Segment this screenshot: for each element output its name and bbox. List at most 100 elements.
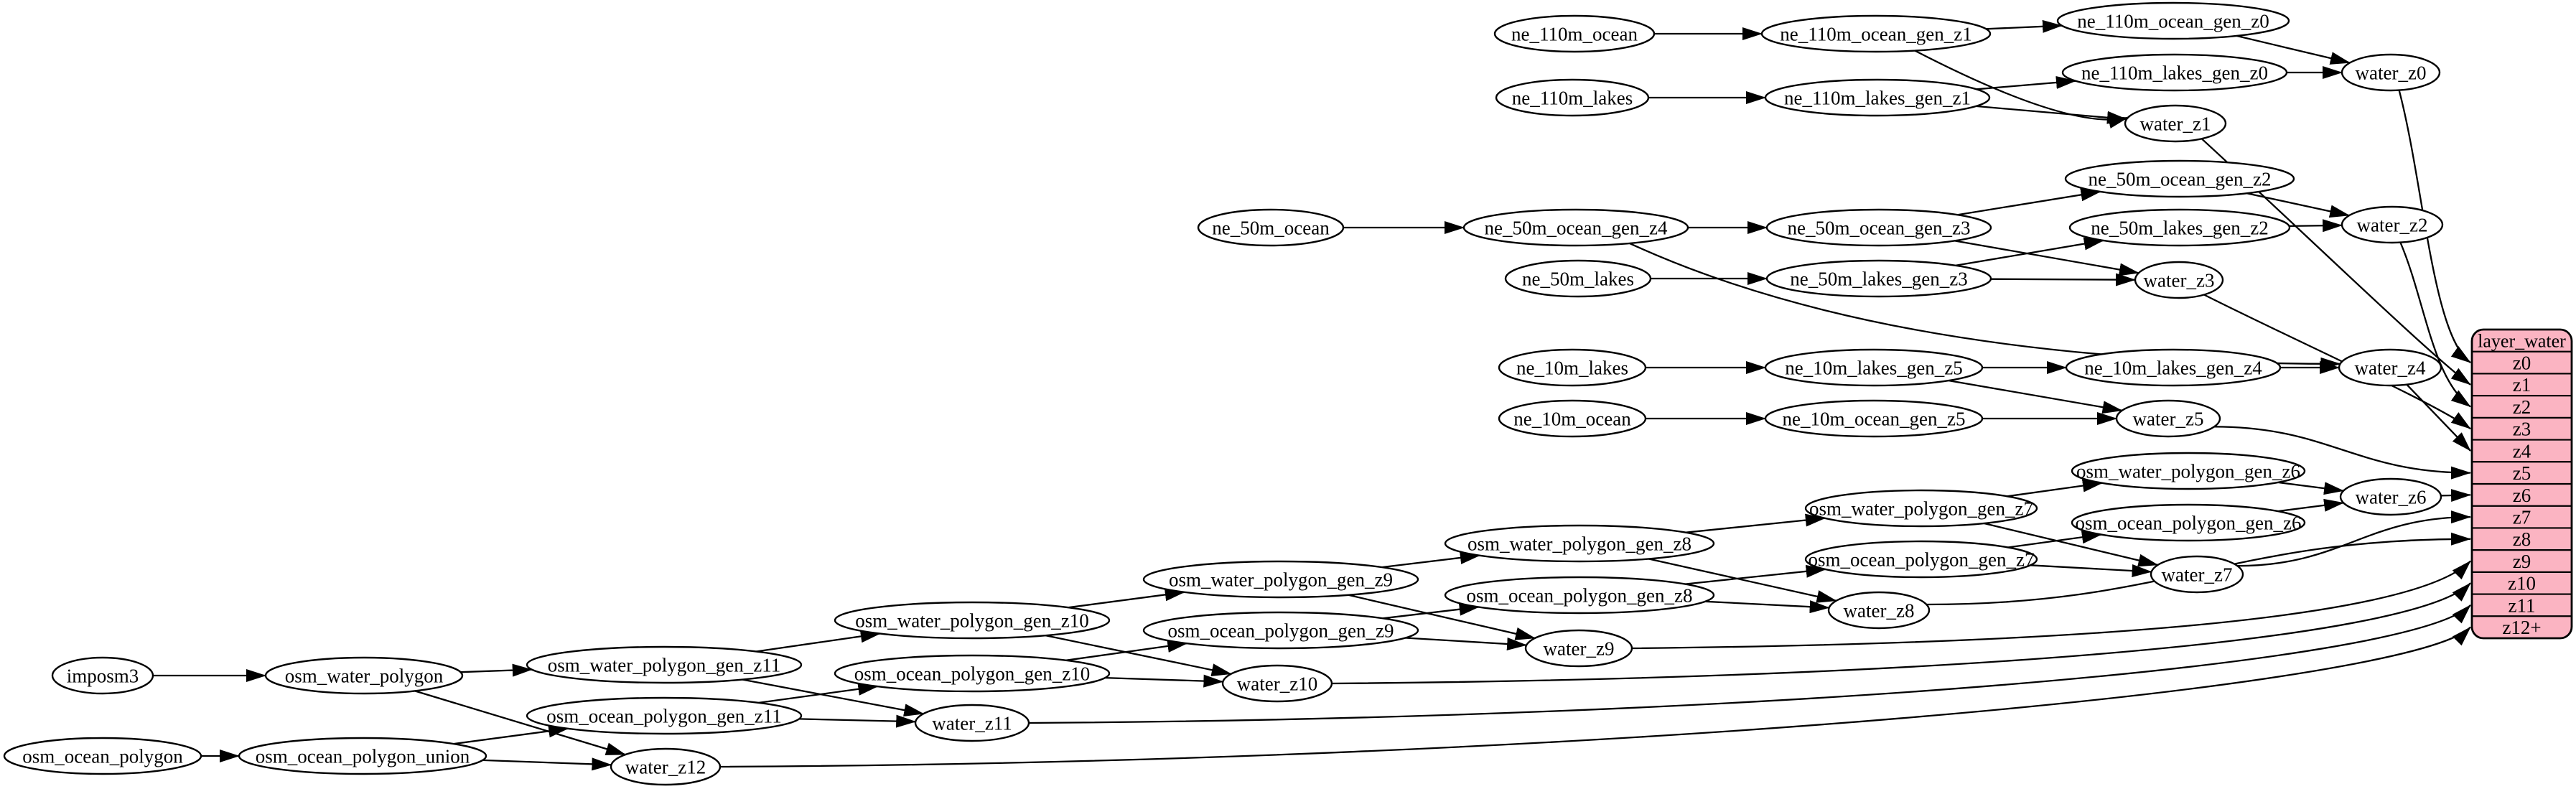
table-row-z4: z4 [2513, 440, 2531, 462]
node-ellipse-osm_ocean_polygon_gen_z9 [1142, 611, 1419, 650]
node-ne_110m_lakes_gen_z0: ne_110m_lakes_gen_z0 [2061, 53, 2288, 92]
node-water_z5: water_z5 [2115, 399, 2221, 438]
edge-osm_water_polygon-to-osm_water_polygon_gen_z11 [460, 663, 533, 677]
node-label-ne_10m_ocean: ne_10m_ocean [1513, 408, 1631, 429]
edge-osm_water_polygon_gen_z10-to-water_z10 [1045, 634, 1232, 677]
node-water_z10: water_z10 [1221, 664, 1333, 703]
node-ne_50m_ocean_gen_z4: ne_50m_ocean_gen_z4 [1462, 208, 1689, 247]
edge-water_z2-to-layer_water-z2 [2399, 242, 2471, 408]
node-ne_50m_ocean_gen_z3: ne_50m_ocean_gen_z3 [1765, 208, 1992, 247]
edge-ne_10m_lakes_gen_z5-to-water_z5 [1949, 379, 2123, 414]
edge-osm_water_polygon_gen_z8-to-osm_water_polygon_gen_z7 [1686, 513, 1826, 533]
node-label-osm_water_polygon: osm_water_polygon [285, 665, 444, 686]
node-ellipse-ne_50m_lakes_gen_z2 [2068, 208, 2291, 247]
table-row-z5: z5 [2513, 462, 2531, 484]
edge-ne_50m_lakes_gen_z3-to-ne_50m_lakes_gen_z2 [1956, 237, 2104, 266]
node-ellipse-osm_ocean_polygon_gen_z11 [526, 696, 803, 735]
node-label-ne_50m_ocean_gen_z4: ne_50m_ocean_gen_z4 [1485, 217, 1668, 238]
node-label-osm_ocean_polygon_gen_z10: osm_ocean_polygon_gen_z10 [854, 663, 1090, 684]
node-label-water_z9: water_z9 [1544, 638, 1615, 659]
node-ne_50m_lakes: ne_50m_lakes [1504, 259, 1652, 298]
edge-osm_ocean_polygon_gen_z8-to-osm_ocean_polygon_gen_z7 [1684, 564, 1826, 585]
node-ellipse-ne_50m_ocean_gen_z4 [1462, 208, 1689, 247]
edge-osm_ocean_polygon_gen_z9-to-osm_ocean_polygon_gen_z8 [1382, 602, 1480, 620]
edge-osm_water_polygon-to-water_z12 [414, 690, 626, 756]
edge-water_z0-to-layer_water-z0 [2398, 90, 2471, 364]
edge-water_z11-to-layer_water-z11 [1028, 604, 2471, 724]
node-ellipse-water_z9 [1524, 629, 1633, 668]
edge-osm_ocean_polygon_gen_z7-to-osm_ocean_polygon_gen_z6 [2007, 531, 2102, 548]
node-label-osm_ocean_polygon_gen_z11: osm_ocean_polygon_gen_z11 [546, 705, 781, 727]
node-ellipse-ne_110m_lakes_gen_z1 [1764, 78, 1991, 117]
node-ellipse-ne_50m_ocean_gen_z2 [2064, 159, 2295, 198]
node-osm_ocean_polygon_gen_z7: osm_ocean_polygon_gen_z7 [1804, 540, 2038, 579]
node-ellipse-osm_ocean_polygon_gen_z8 [1444, 576, 1715, 615]
node-ellipse-water_z7 [2150, 555, 2244, 594]
node-water_z3: water_z3 [2134, 261, 2224, 299]
node-ellipse-water_z12 [610, 747, 722, 786]
node-ellipse-ne_110m_ocean_gen_z0 [2056, 1, 2290, 40]
edges-layer [153, 19, 2471, 771]
node-ne_10m_lakes_gen_z4: ne_10m_lakes_gen_z4 [2065, 348, 2282, 387]
node-label-osm_water_polygon_gen_z7: osm_water_polygon_gen_z7 [1809, 498, 2033, 519]
node-label-ne_110m_lakes_gen_z1: ne_110m_lakes_gen_z1 [1784, 87, 1971, 108]
node-ellipse-ne_50m_ocean_gen_z3 [1765, 208, 1992, 247]
table-row-z10: z10 [2508, 573, 2536, 594]
node-label-water_z12: water_z12 [625, 756, 706, 778]
node-osm_water_polygon_gen_z6: osm_water_polygon_gen_z6 [2071, 452, 2306, 490]
node-osm_ocean_polygon_gen_z9: osm_ocean_polygon_gen_z9 [1142, 611, 1419, 650]
edge-ne_110m_lakes_gen_z1-to-water_z1 [1976, 105, 2127, 124]
node-ellipse-osm_water_polygon_gen_z7 [1804, 489, 2038, 528]
node-ellipse-water_z1 [2124, 104, 2227, 143]
node-label-osm_ocean_polygon: osm_ocean_polygon [22, 745, 183, 767]
node-label-water_z0: water_z0 [2356, 62, 2427, 83]
table-row-z12+: z12+ [2502, 617, 2541, 638]
node-label-water_z2: water_z2 [2357, 214, 2428, 235]
node-ellipse-osm_ocean_polygon_gen_z7 [1804, 540, 2038, 579]
node-label-water_z3: water_z3 [2144, 269, 2215, 291]
edge-water_z4-to-layer_water-z4 [2406, 383, 2471, 452]
node-label-osm_water_polygon_gen_z11: osm_water_polygon_gen_z11 [548, 654, 780, 676]
node-ellipse-ne_10m_lakes_gen_z5 [1764, 348, 1984, 387]
edge-osm_water_polygon_gen_z6-to-water_z6 [2277, 481, 2345, 495]
node-label-osm_water_polygon_gen_z6: osm_water_polygon_gen_z6 [2076, 460, 2300, 482]
edge-osm_ocean_polygon_gen_z7-to-water_z7 [2030, 564, 2152, 578]
edge-osm_water_polygon_gen_z10-to-osm_water_polygon_gen_z9 [1068, 588, 1185, 609]
edge-ne_110m_ocean_gen_z0-to-water_z0 [2236, 34, 2351, 65]
edge-osm_water_polygon_gen_z11-to-water_z11 [742, 678, 925, 717]
edge-osm_water_polygon_gen_z8-to-water_z8 [1648, 558, 1837, 603]
node-ellipse-ne_50m_lakes [1504, 259, 1652, 298]
table-row-z8: z8 [2513, 528, 2531, 550]
node-label-water_z4: water_z4 [2355, 357, 2426, 378]
node-label-ne_110m_lakes: ne_110m_lakes [1512, 87, 1633, 108]
node-label-ne_50m_ocean_gen_z3: ne_50m_ocean_gen_z3 [1788, 217, 1971, 238]
table-row-z0: z0 [2513, 353, 2531, 374]
node-label-osm_ocean_polygon_gen_z6: osm_ocean_polygon_gen_z6 [2076, 512, 2302, 533]
node-label-ne_110m_lakes_gen_z0: ne_110m_lakes_gen_z0 [2081, 62, 2268, 83]
node-water_z4: water_z4 [2338, 348, 2442, 387]
edge-osm_ocean_polygon_gen_z10-to-osm_ocean_polygon_gen_z9 [1065, 640, 1188, 661]
table-row-z2: z2 [2513, 396, 2531, 418]
node-label-water_z8: water_z8 [1844, 599, 1915, 621]
node-label-ne_10m_ocean_gen_z5: ne_10m_ocean_gen_z5 [1783, 408, 1966, 429]
node-label-osm_water_polygon_gen_z8: osm_water_polygon_gen_z8 [1467, 533, 1691, 554]
node-ellipse-ne_110m_ocean [1493, 14, 1656, 53]
edge-water_z9-to-layer_water-z9 [1631, 560, 2471, 650]
node-ellipse-ne_110m_lakes_gen_z0 [2061, 53, 2288, 92]
node-label-ne_50m_ocean_gen_z2: ne_50m_ocean_gen_z2 [2089, 168, 2272, 190]
node-ellipse-ne_10m_ocean_gen_z5 [1764, 399, 1984, 438]
node-water_z6: water_z6 [2339, 477, 2442, 516]
node-ne_10m_lakes_gen_z5: ne_10m_lakes_gen_z5 [1764, 348, 1984, 387]
node-ellipse-water_z8 [1827, 591, 1931, 630]
node-label-water_z7: water_z7 [2162, 564, 2233, 585]
edge-osm_water_polygon_gen_z11-to-osm_water_polygon_gen_z10 [756, 630, 881, 653]
node-ellipse-water_z11 [914, 704, 1030, 742]
table-row-z3: z3 [2513, 419, 2531, 440]
edge-osm_water_polygon_gen_z7-to-osm_water_polygon_gen_z6 [2007, 479, 2103, 498]
table-layer_water: layer_waterz0z1z2z3z4z5z6z7z8z9z10z11z12… [2470, 328, 2573, 640]
node-ellipse-water_z4 [2338, 348, 2442, 387]
edge-ne_50m_ocean_gen_z2-to-water_z2 [2246, 192, 2351, 218]
node-label-ne_50m_lakes_gen_z3: ne_50m_lakes_gen_z3 [1790, 268, 1967, 289]
table-row-z1: z1 [2513, 374, 2531, 396]
node-water_z8: water_z8 [1827, 591, 1931, 630]
